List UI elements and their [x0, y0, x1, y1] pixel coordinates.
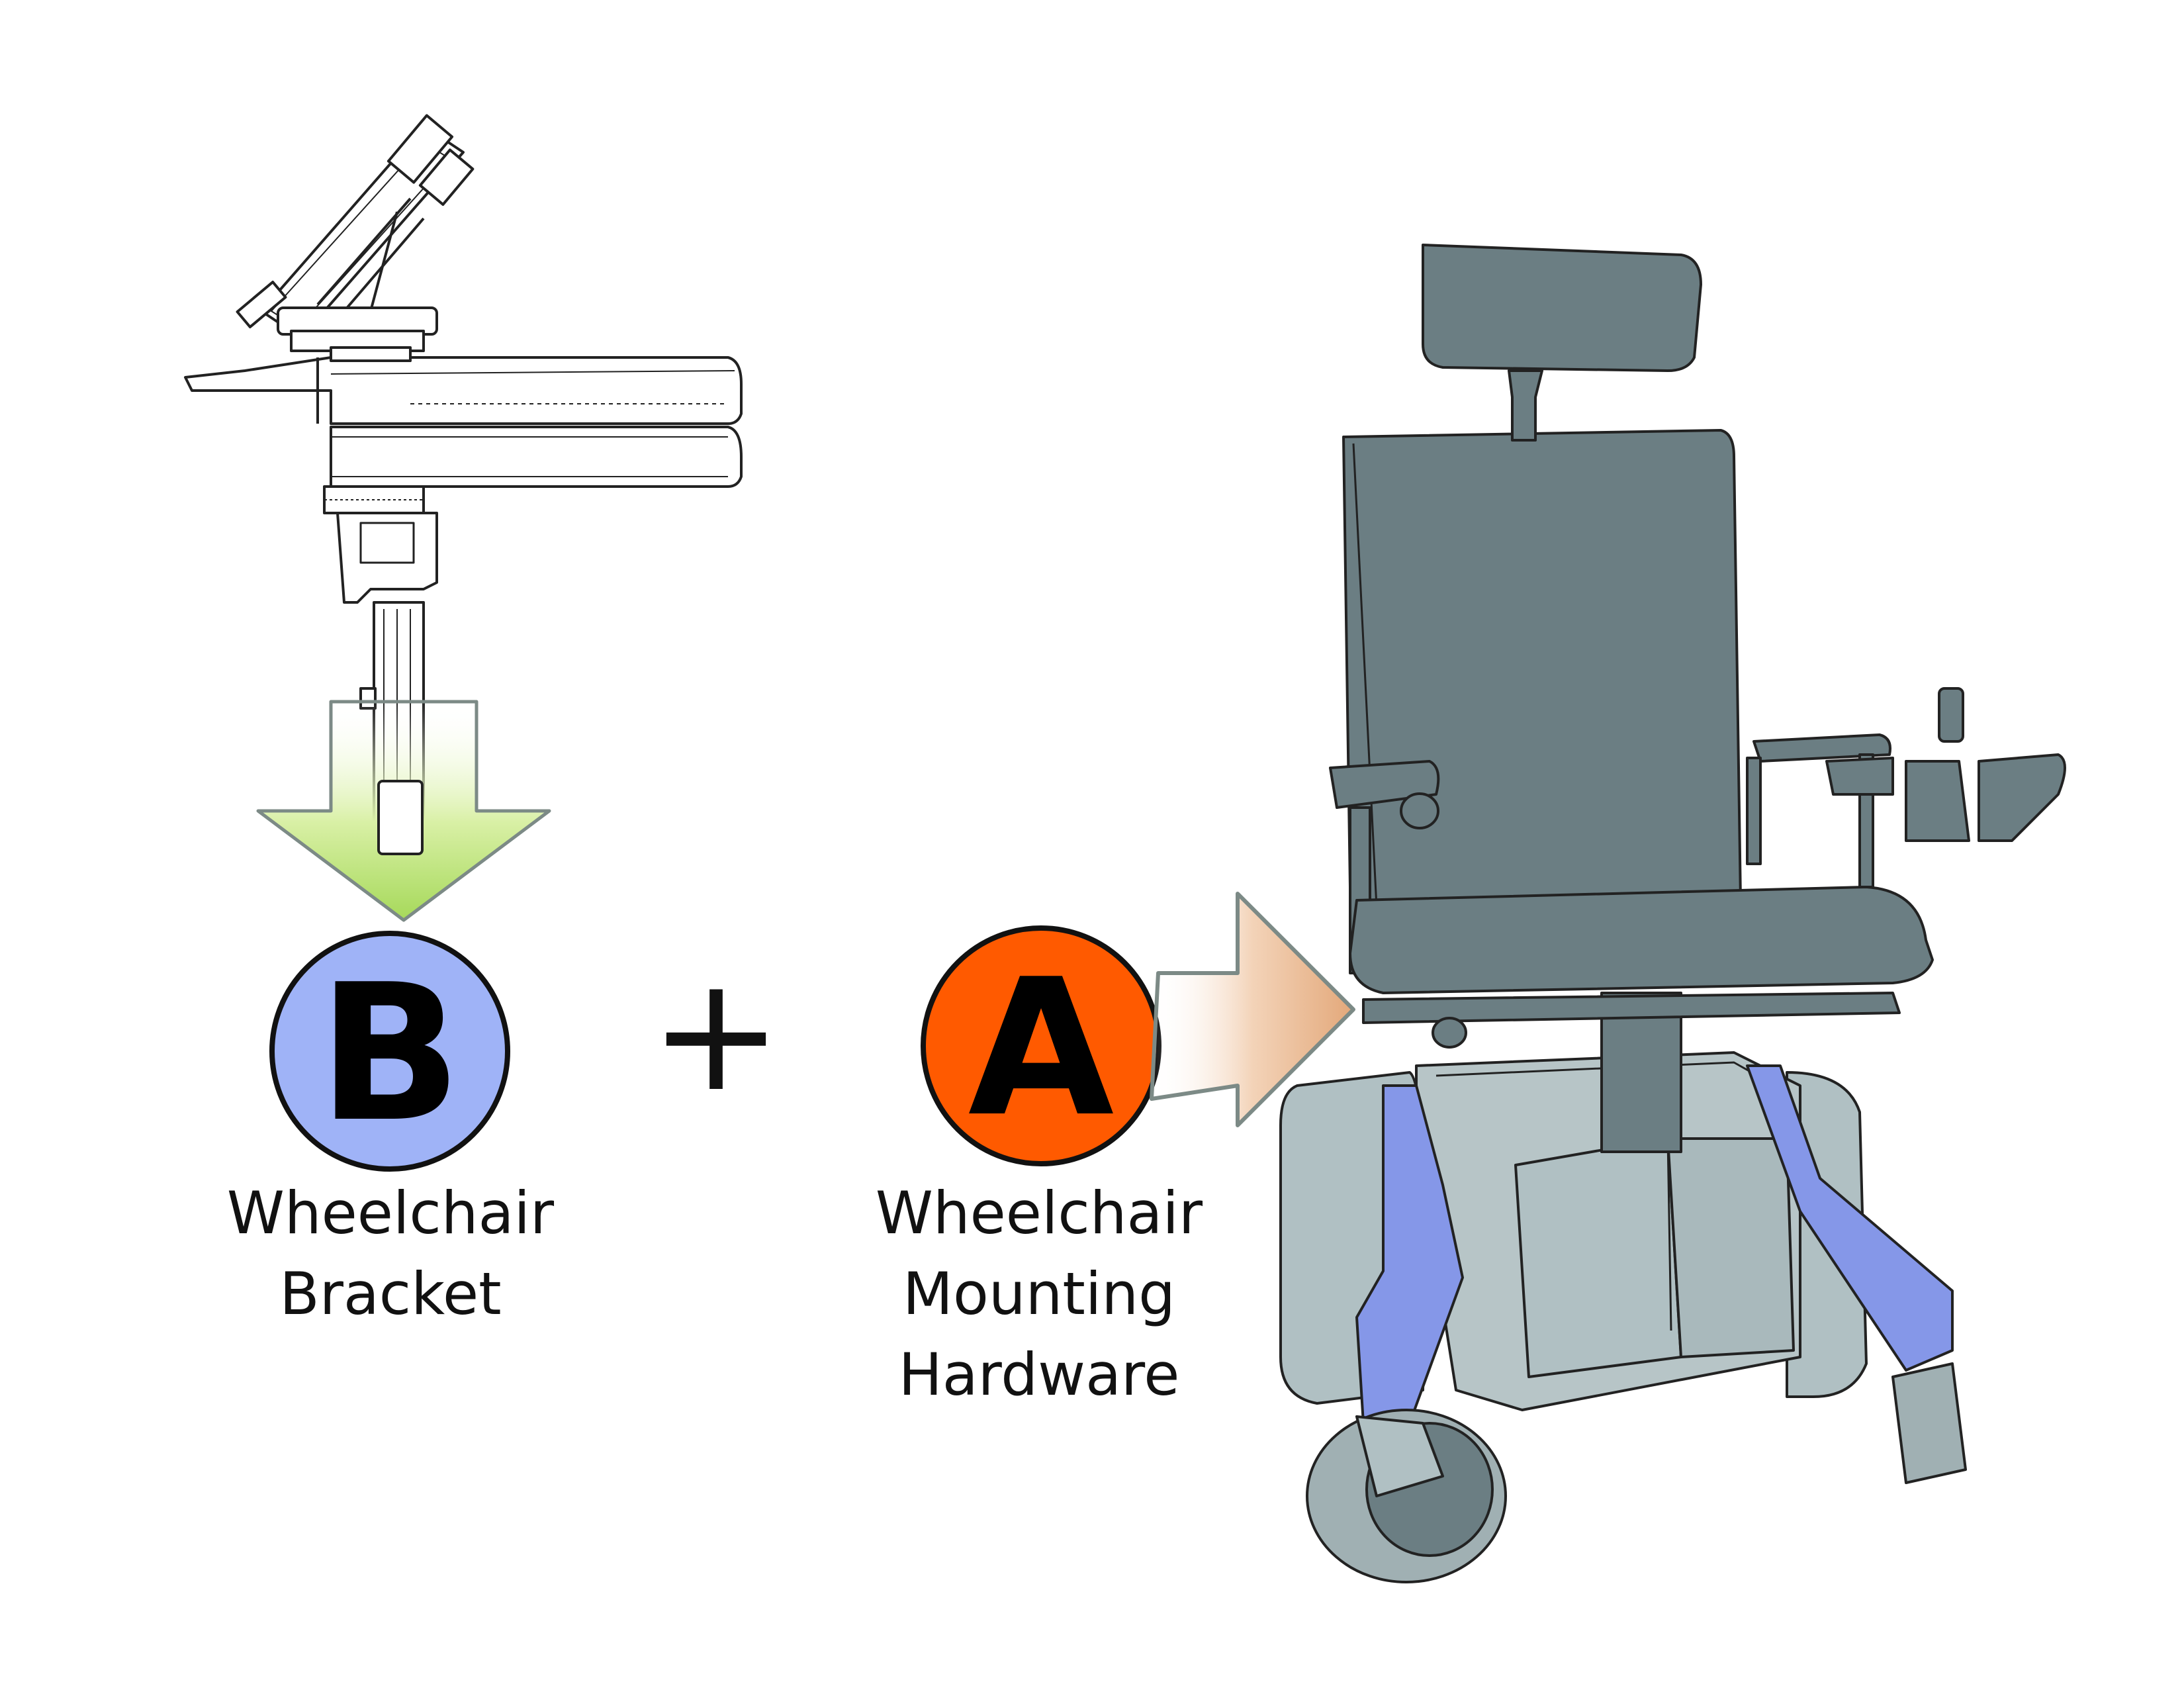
caption-wheelchair-mounting-hardware: Wheelchair Mounting Hardware: [841, 1173, 1238, 1415]
badge-b-circle: [269, 931, 510, 1172]
caption-hardware-line1: Wheelchair: [875, 1179, 1203, 1247]
wheelchair-illustration: [1279, 244, 2066, 1583]
caption-hardware-line3: Hardware: [898, 1340, 1180, 1409]
caption-wheelchair-bracket: Wheelchair Bracket: [192, 1173, 589, 1335]
caption-bracket-line1: Wheelchair: [226, 1179, 555, 1247]
caption-bracket-line2: Bracket: [279, 1260, 502, 1328]
badge-a: A: [921, 925, 1161, 1166]
orange-right-arrow: [1150, 892, 1355, 1127]
badge-b: B: [269, 931, 510, 1172]
badge-a-letter: A: [968, 939, 1116, 1158]
bracket-post-tip: [377, 780, 424, 855]
badge-b-letter: B: [318, 944, 461, 1164]
plus-symbol: +: [649, 941, 782, 1127]
wheelchair-bracket-illustration: [184, 114, 743, 849]
caption-hardware-line2: Mounting: [903, 1260, 1175, 1328]
